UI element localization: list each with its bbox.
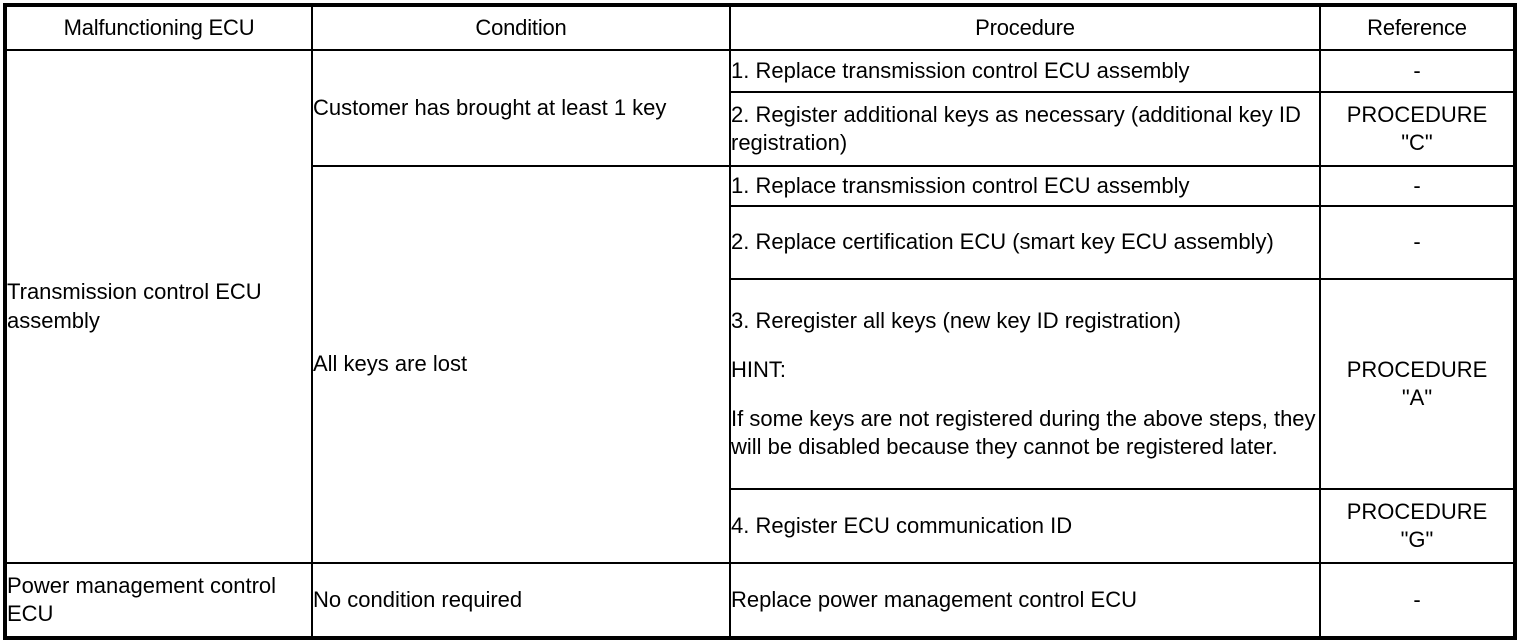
procedure-line: 3. Reregister all keys (new key ID regis… <box>731 307 1181 333</box>
cell-procedure: 3. Reregister all keys (new key ID regis… <box>729 278 1321 490</box>
column-header-reference: Reference <box>1319 4 1516 51</box>
cell-procedure: 4. Register ECU communication ID <box>729 488 1321 564</box>
cell-procedure: 2. Replace certification ECU (smart key … <box>729 205 1321 280</box>
procedure-spacer <box>731 335 1319 356</box>
table-row: Transmission control ECU assembly Custom… <box>4 49 1516 564</box>
cell-condition: No condition required <box>311 562 731 639</box>
procedure-spacer <box>731 384 1319 405</box>
cell-malfunctioning-ecu: Transmission control ECU assembly <box>4 49 313 564</box>
column-header-malfunctioning-ecu: Malfunctioning ECU <box>4 4 313 51</box>
cell-procedure: Replace power management control ECU <box>729 562 1321 639</box>
cell-reference: PROCEDURE "A" <box>1319 278 1516 490</box>
column-header-procedure: Procedure <box>729 4 1321 51</box>
cell-procedure: 1. Replace transmission control ECU asse… <box>729 49 1321 93</box>
cell-reference: - <box>1319 165 1516 207</box>
ecu-diagnosis-table: Malfunctioning ECU Condition Procedure R… <box>3 3 1517 640</box>
reference-line-2: "G" <box>1400 527 1434 552</box>
cell-reference: - <box>1319 49 1516 93</box>
cell-reference: - <box>1319 205 1516 280</box>
cell-reference: PROCEDURE "C" <box>1319 91 1516 167</box>
table-row: Power management control ECU No conditio… <box>4 562 1516 639</box>
procedure-hint-text: If some keys are not registered during t… <box>731 405 1316 460</box>
table-row: 3. Reregister all keys (new key ID regis… <box>5 278 1516 490</box>
table-row: All keys are lost 1. Replace transmissio… <box>5 165 1516 564</box>
reference-line-1: PROCEDURE <box>1346 498 1488 524</box>
cell-reference: PROCEDURE "G" <box>1319 488 1516 564</box>
reference-line-2: "C" <box>1401 130 1433 155</box>
reference-line-2: "A" <box>1401 385 1433 410</box>
cell-condition: Customer has brought at least 1 key <box>311 49 731 167</box>
procedure-hint-label: HINT: <box>731 356 786 382</box>
reference-line-1: PROCEDURE <box>1346 356 1488 382</box>
table-row: 4. Register ECU communication ID PROCEDU… <box>5 488 1516 564</box>
header-row: Malfunctioning ECU Condition Procedure R… <box>4 4 1516 51</box>
reference-line-1: PROCEDURE <box>1346 101 1488 127</box>
cell-reference: - <box>1319 562 1516 639</box>
cell-malfunctioning-ecu: Power management control ECU <box>4 562 313 639</box>
cell-condition: All keys are lost <box>311 165 731 564</box>
cell-procedure: 1. Replace transmission control ECU asse… <box>729 165 1321 207</box>
column-header-condition: Condition <box>311 4 731 51</box>
table-row: 2. Replace certification ECU (smart key … <box>5 205 1516 280</box>
procedure-block: 3. Reregister all keys (new key ID regis… <box>731 307 1319 461</box>
cell-procedure: 2. Register additional keys as necessary… <box>729 91 1321 167</box>
table-header: Malfunctioning ECU Condition Procedure R… <box>4 4 1516 51</box>
table-body: Transmission control ECU assembly Custom… <box>4 49 1516 639</box>
table-row: 2. Register additional keys as necessary… <box>5 91 1516 167</box>
